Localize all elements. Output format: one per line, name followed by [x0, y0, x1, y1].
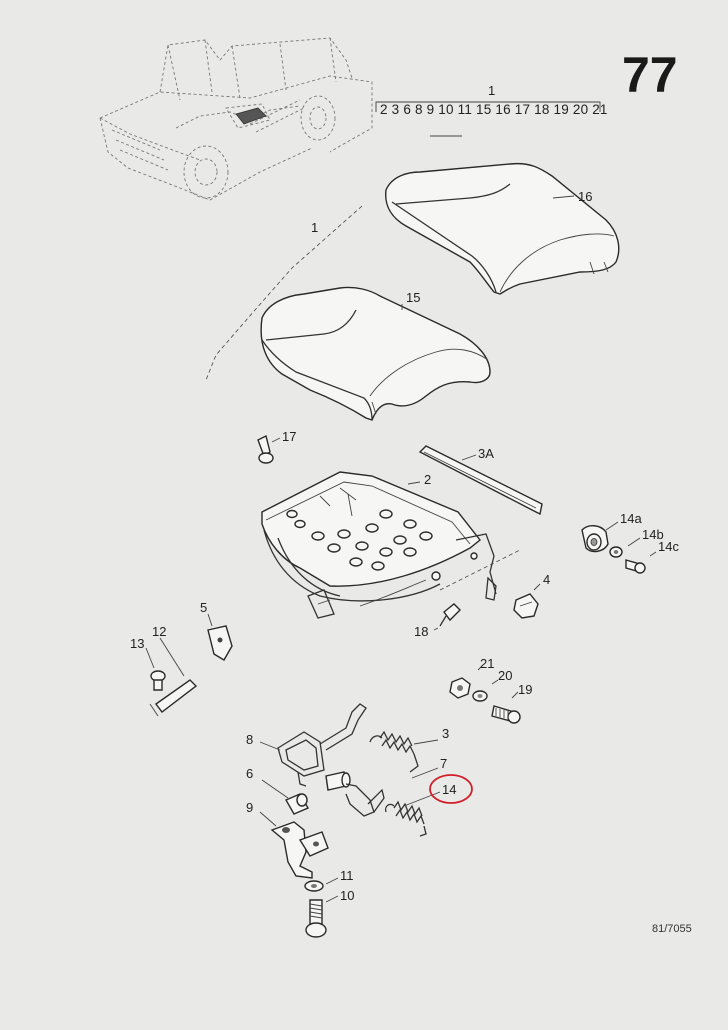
- callout-14a: 14a: [620, 511, 642, 526]
- callout-20: 20: [498, 668, 512, 683]
- callout-14b: 14b: [642, 527, 664, 542]
- leader-16: [552, 195, 575, 199]
- part-16-backrest-cushion: 16: [385, 162, 620, 295]
- callout-4: 4: [543, 572, 550, 587]
- part-17-clip: 17: [257, 429, 296, 464]
- part-15-seat-cushion: 15: [260, 286, 491, 421]
- assembly-header: 1 2 3 6 8 9 10 11 15 16 17 18 19 20 21: [375, 83, 608, 137]
- callout-1: 1: [311, 220, 318, 235]
- seat-pan-holes: [286, 509, 433, 571]
- part-9-bracket: 9: [246, 800, 329, 879]
- page-number: 77: [622, 47, 678, 103]
- part-18-clip: 18: [414, 603, 461, 639]
- vehicle-outline-illustration: [99, 37, 373, 201]
- callout-10: 10: [340, 888, 354, 903]
- drawing-reference: 81/7055: [652, 923, 692, 935]
- callout-7: 7: [440, 756, 447, 771]
- part-6-bushing: 6: [246, 766, 309, 815]
- part-14a-14b-14c-fittings: 14a 14b 14c: [581, 511, 679, 574]
- part-8-lever: 8: [246, 703, 367, 787]
- part-5-plate: 5: [200, 600, 233, 661]
- assembly-leader: 1: [205, 205, 363, 381]
- callout-14: 14: [442, 782, 456, 797]
- callout-18: 18: [414, 624, 428, 639]
- callout-3: 3: [442, 726, 449, 741]
- assembly-label: 1: [488, 83, 495, 98]
- callout-9: 9: [246, 800, 253, 815]
- part-19-20-21-fasteners: 21 20 19: [449, 656, 532, 724]
- callout-15: 15: [406, 290, 420, 305]
- part-3-spring: 3: [369, 726, 449, 773]
- callout-16: 16: [578, 189, 592, 204]
- part-3A-strip: 3A: [418, 445, 543, 516]
- part-4-bracket-clip: 4: [513, 572, 550, 619]
- callout-2: 2: [424, 472, 431, 487]
- part-11-washer: 11: [304, 868, 354, 892]
- callout-12: 12: [152, 624, 166, 639]
- part-10-bolt: 10: [305, 888, 354, 938]
- callout-17: 17: [282, 429, 296, 444]
- callout-8: 8: [246, 732, 253, 747]
- assembly-bracket: [375, 101, 601, 112]
- part-13-screw: 13: [130, 636, 166, 691]
- callout-5: 5: [200, 600, 207, 615]
- highlight-circle-14: [429, 774, 473, 804]
- part-12-strap: 12: [149, 624, 198, 717]
- callout-19: 19: [518, 682, 532, 697]
- callout-11: 11: [340, 868, 354, 883]
- callout-6: 6: [246, 766, 253, 781]
- part-2-seat-frame: 2: [261, 471, 521, 619]
- callout-13: 13: [130, 636, 144, 651]
- callout-3A: 3A: [478, 446, 494, 461]
- callout-21: 21: [480, 656, 494, 671]
- assembly-subparts: 2 3 6 8 9 10 11 15 16 17 18 19 20 21: [380, 102, 608, 117]
- part-7-pivot: 7: [325, 756, 447, 817]
- callout-14c: 14c: [658, 539, 679, 554]
- part-14-spring: 14: [384, 774, 473, 837]
